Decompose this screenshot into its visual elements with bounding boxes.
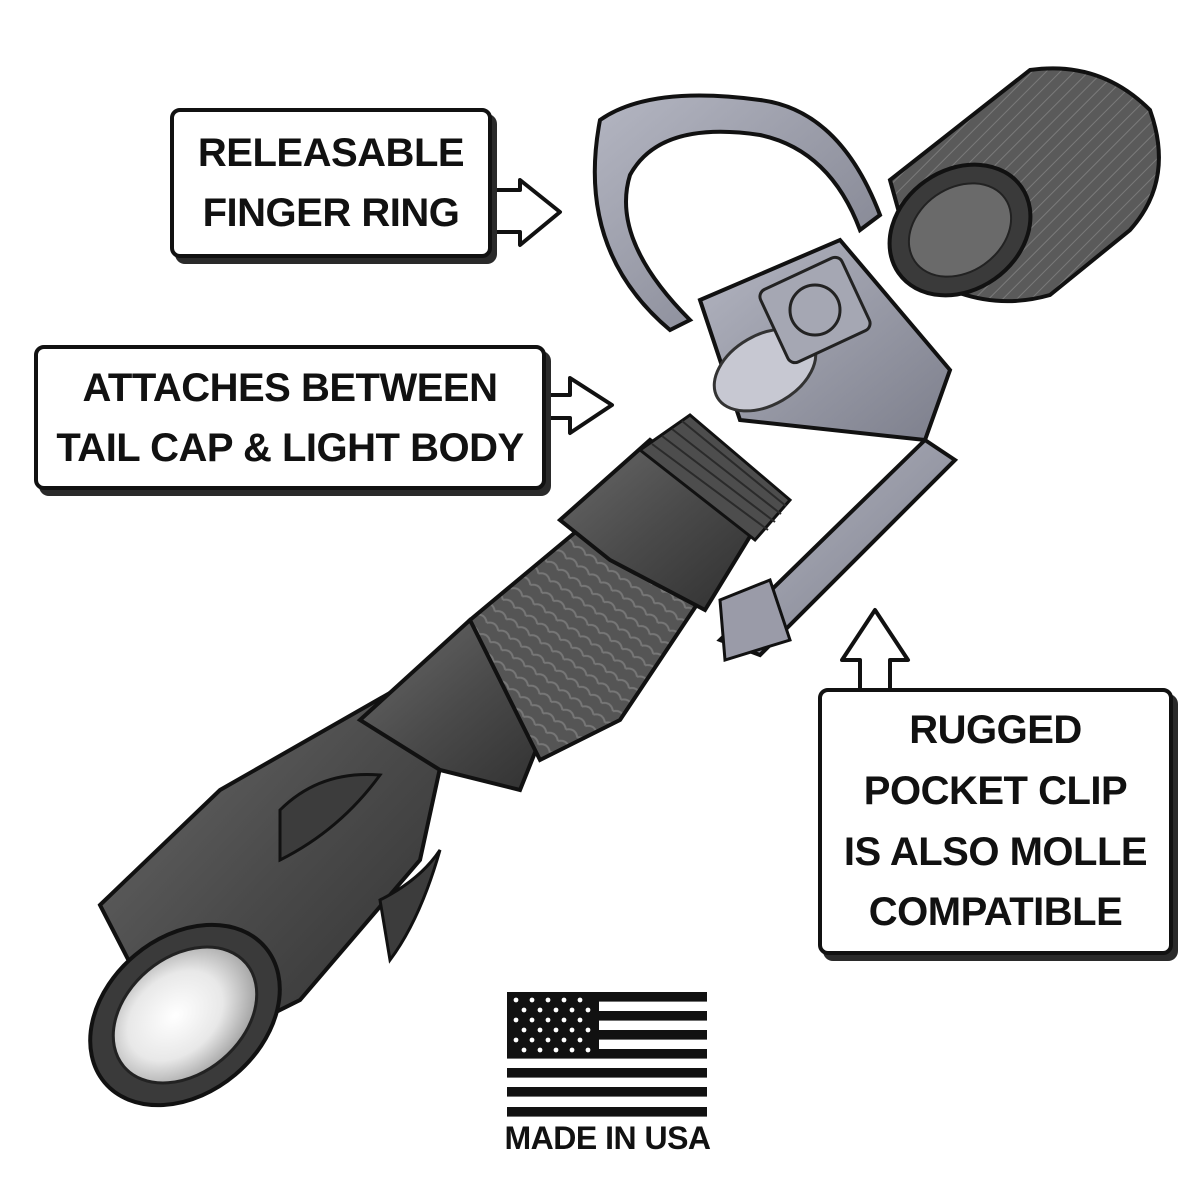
callout-line: COMPATIBLE (868, 890, 1123, 935)
logo-plate (758, 255, 872, 365)
callout-attaches: ATTACHES BETWEEN TAIL CAP & LIGHT BODY (34, 345, 546, 490)
callout-line: RUGGED (909, 707, 1082, 752)
callout-line: POCKET CLIP (863, 768, 1128, 813)
callout-line: ATTACHES BETWEEN (82, 365, 498, 410)
tail-cap (887, 66, 1161, 304)
arrow-attaches (546, 376, 614, 435)
logo-mark (788, 283, 842, 337)
head-fin (378, 849, 442, 964)
flashlight-upper-body (556, 437, 763, 613)
callout-line: RELEASABLE (197, 131, 465, 175)
arrows (492, 178, 910, 690)
us-flag-icon (507, 992, 707, 1117)
finger-ring-clip (592, 93, 959, 662)
callout-line: IS ALSO MOLLE (843, 829, 1148, 874)
callout-line: FINGER RING (202, 191, 460, 235)
callout-line: TAIL CAP & LIGHT BODY (56, 425, 524, 470)
callout-pocket-clip: RUGGED POCKET CLIP IS ALSO MOLLE COMPATI… (818, 688, 1173, 955)
arrow-finger-ring (492, 178, 562, 247)
arrow-pocket-clip (840, 608, 910, 690)
lens (111, 945, 259, 1085)
flashlight (88, 413, 793, 1108)
pocket-clip (716, 437, 959, 658)
callout-finger-ring: RELEASABLE FINGER RING (170, 108, 492, 258)
finger-ring (592, 93, 883, 333)
knurled-grip (467, 517, 703, 763)
clip-tip (718, 578, 792, 662)
head-fin (278, 772, 383, 863)
made-in-usa-label: MADE IN USA (504, 1120, 711, 1156)
